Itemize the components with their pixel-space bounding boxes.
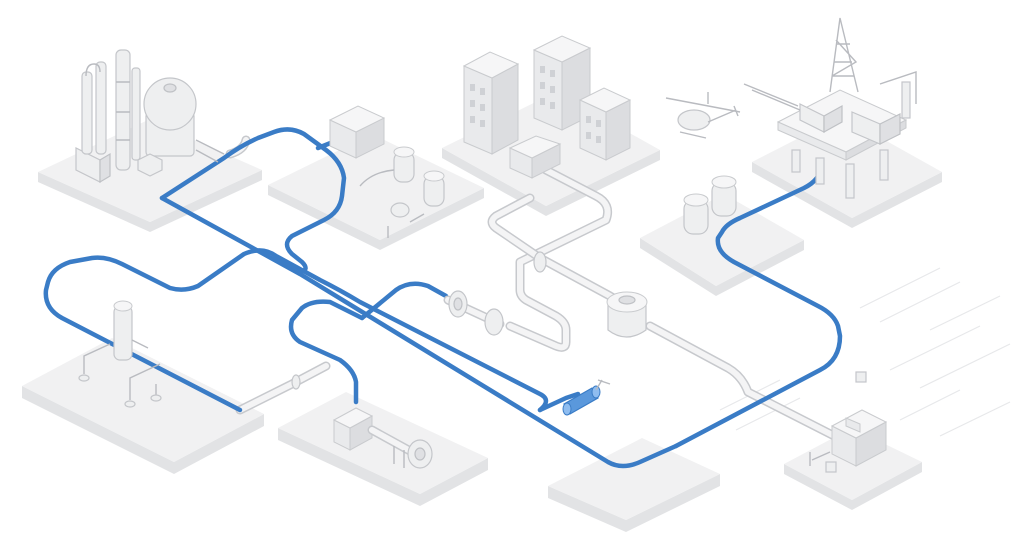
city-buildings-icon: [462, 35, 632, 179]
flow-meter-icon: [606, 291, 648, 338]
tank-farm-icon: [683, 175, 737, 235]
pig-launcher-icon: [443, 290, 505, 336]
highlighted-pipeline: [43, 127, 843, 469]
pump-station-platform: [278, 392, 488, 506]
wellhead-platform: [22, 338, 264, 474]
refinery-icon: [75, 49, 225, 184]
control-valve-icon: [562, 379, 611, 416]
water-ripples: [719, 267, 1011, 437]
helicopter-icon: [665, 92, 741, 139]
neutral-pipelines: [225, 135, 855, 449]
tank-farm-platform: [640, 194, 804, 296]
coastal-terminal-icon: [809, 371, 888, 473]
junction-platform: [548, 438, 720, 532]
junction-valve-icon: [291, 251, 547, 390]
storage-depot-platform: [268, 134, 484, 250]
offshore-oil-rig-icon: [743, 17, 917, 199]
storage-depot-icon: [328, 105, 445, 238]
pump-station-icon: [332, 407, 433, 469]
wellhead-platform-icon: [78, 300, 162, 408]
